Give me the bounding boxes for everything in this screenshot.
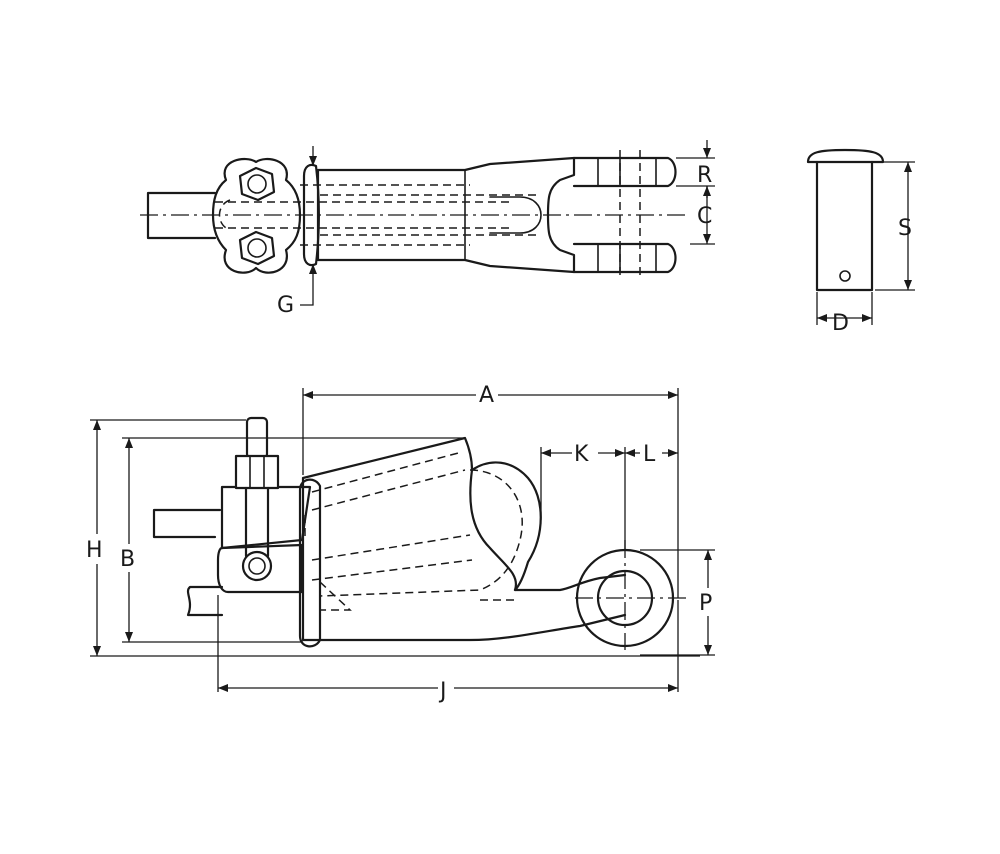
- clamp-housing: [220, 485, 312, 550]
- dim-label-c: C: [697, 204, 712, 229]
- conductor-lower: [186, 585, 224, 617]
- pin-hole: [839, 270, 851, 282]
- bolt-nut: [234, 454, 280, 490]
- dim-label-d: D: [832, 311, 849, 336]
- dim-label-h: H: [86, 538, 103, 563]
- flange-top: [302, 163, 321, 267]
- pin-shank: [815, 160, 874, 292]
- dim-label-p: P: [699, 591, 712, 616]
- pin-head: [806, 148, 885, 164]
- dim-label-j: J: [438, 679, 447, 704]
- top-view: R C G: [140, 140, 715, 318]
- side-view: A K L H B P J: [86, 380, 719, 704]
- dim-label-k: K: [574, 442, 589, 467]
- clamp-body-side: [301, 436, 627, 642]
- clevis-prong-lower: [572, 242, 677, 274]
- pin-view: S D: [806, 148, 915, 336]
- dim-label-a: A: [479, 383, 494, 408]
- nut-upper: [238, 166, 276, 202]
- dim-label-l: L: [643, 442, 656, 467]
- u-bolt-shank: [244, 486, 270, 558]
- dim-label-b: B: [120, 547, 135, 572]
- dim-label-g: G: [277, 293, 294, 318]
- clevis-prong-upper: [572, 156, 677, 188]
- u-bolt-eye: [241, 550, 273, 582]
- dim-label-s: S: [898, 216, 912, 241]
- nut-lower: [238, 230, 276, 266]
- conductor-upper: [152, 508, 222, 539]
- keeper-plate: [211, 157, 302, 274]
- dim-label-r: R: [697, 163, 712, 188]
